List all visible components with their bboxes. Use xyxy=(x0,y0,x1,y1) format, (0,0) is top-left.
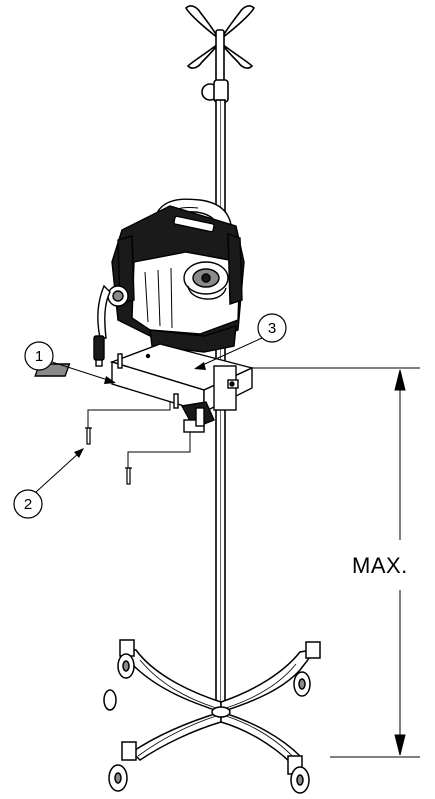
caster-wheel-back-left xyxy=(117,639,135,679)
callout-1-number: 1 xyxy=(35,348,43,365)
screw-parts xyxy=(85,427,132,485)
iv-hook-assembly xyxy=(185,5,255,103)
caster-wheel-front-right xyxy=(287,755,310,794)
callout-2-number: 2 xyxy=(24,496,32,513)
max-dimension-label: MAX. xyxy=(352,553,408,578)
max-dimension xyxy=(252,367,420,758)
pump-device xyxy=(93,198,245,367)
screw-leader-lines xyxy=(87,402,191,468)
callout-1: 1 xyxy=(24,341,116,384)
caster-wheel-back-right xyxy=(293,641,321,697)
mounting-bracket xyxy=(34,343,255,433)
callout-2: 2 xyxy=(13,448,84,519)
caster-wheel-mid-left xyxy=(103,689,117,711)
caster-wheel-front-left xyxy=(108,741,137,792)
callout-3-number: 3 xyxy=(268,320,276,337)
callout-3: 3 xyxy=(194,313,287,370)
iv-pole-base xyxy=(103,639,321,794)
